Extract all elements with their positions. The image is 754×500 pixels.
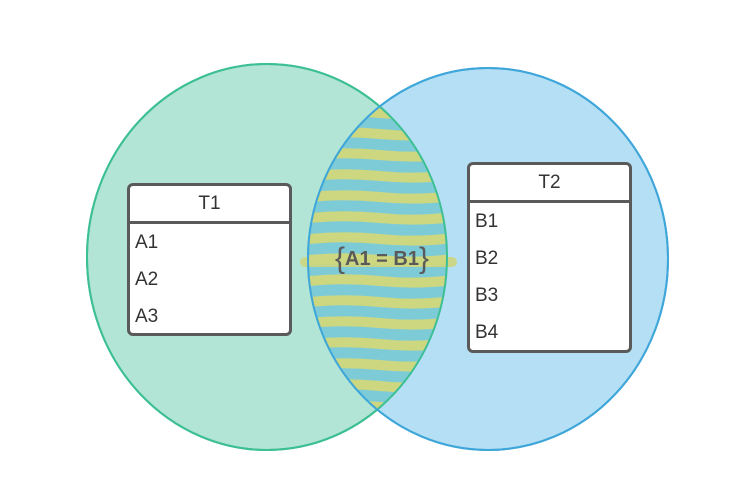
intersection-stripe (308, 295, 447, 309)
table-t2-column: B4 (475, 322, 499, 343)
set-outline-t1 (86, 63, 448, 451)
table-t1: T1 A1 A2 A3 (127, 183, 292, 336)
intersection-stripe (308, 232, 447, 246)
table-t1-title: T1 (130, 186, 289, 224)
table-t1-column: A2 (135, 269, 159, 290)
table-t2-column: B3 (475, 285, 499, 306)
intersection-stripe (308, 211, 447, 225)
set-outline-t2 (307, 67, 669, 451)
intersection-stripe (308, 274, 447, 288)
join-condition-text: A1 = B1 (345, 247, 419, 270)
table-t2-column: B1 (475, 211, 499, 232)
table-t1-column: A1 (135, 232, 159, 253)
table-t2: T2 B1 B2 B3 B4 (467, 162, 632, 353)
join-condition-label: { A1 = B1 } (330, 236, 434, 282)
table-t1-column: A3 (135, 306, 159, 327)
open-brace-glyph: { (335, 242, 346, 275)
table-t2-title: T2 (470, 165, 629, 203)
table-t2-column: B2 (475, 248, 499, 269)
close-brace-glyph: } (418, 242, 429, 275)
intersection-stripe (308, 190, 447, 204)
